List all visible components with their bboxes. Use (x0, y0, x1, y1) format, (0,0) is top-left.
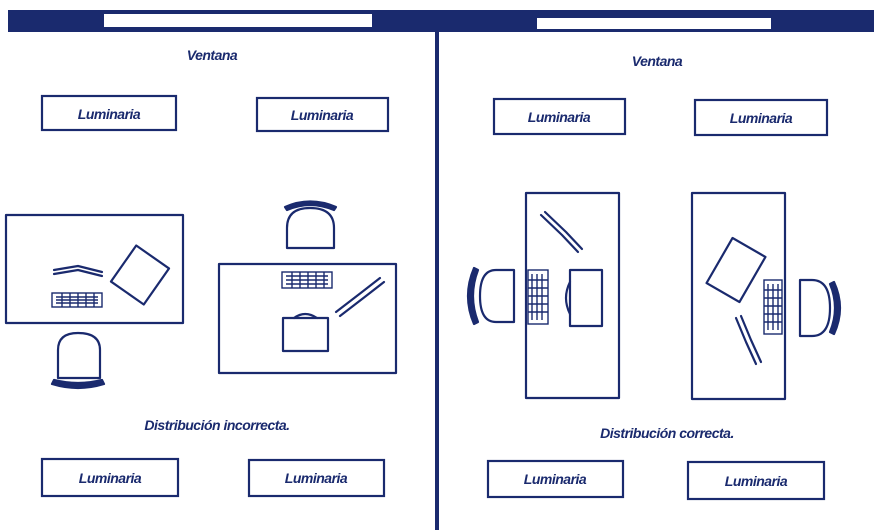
pen-icon (334, 276, 386, 318)
luminaire-right-top-2: Luminaria (693, 98, 829, 137)
luminaire-label: Luminaria (78, 106, 141, 122)
document-icon (705, 236, 767, 304)
desk-left-b (217, 262, 398, 375)
caption-right: Distribución correcta. (600, 425, 734, 441)
luminaire-left-top-1: Luminaria (40, 94, 178, 132)
luminaire-label: Luminaria (524, 471, 587, 487)
luminaire-right-bottom-2: Luminaria (686, 460, 826, 501)
pen-icon (539, 210, 584, 254)
document-icon (109, 244, 171, 306)
pen-icon (52, 264, 104, 278)
divider-wall (435, 30, 439, 530)
keyboard-icon (527, 269, 549, 325)
desk-right-d (690, 191, 787, 401)
right-panel: Ventana Luminaria Luminaria (466, 53, 842, 501)
pen-icon (734, 314, 763, 366)
luminaire-left-top-2: Luminaria (255, 96, 390, 133)
desk-right-c (524, 191, 621, 400)
left-panel: Ventana Luminaria Luminaria (4, 47, 398, 498)
chair-right-c (466, 266, 516, 326)
monitor-icon (564, 268, 604, 328)
keyboard-icon (763, 279, 783, 335)
window-left (104, 14, 372, 27)
luminaire-label: Luminaria (285, 470, 348, 486)
monitor-icon (281, 312, 330, 353)
luminaire-left-bottom-1: Luminaria (40, 457, 180, 498)
chair-left-a (50, 331, 106, 390)
luminaire-label: Luminaria (528, 109, 591, 125)
keyboard-icon (51, 292, 103, 308)
luminaire-label: Luminaria (730, 110, 793, 126)
luminaire-label: Luminaria (725, 473, 788, 489)
window-label-left: Ventana (187, 47, 238, 63)
top-wall (8, 10, 874, 32)
luminaire-label: Luminaria (291, 107, 354, 123)
window-right (537, 18, 771, 29)
chair-right-d (798, 278, 842, 338)
desk-left-a (4, 213, 185, 325)
luminaire-left-bottom-2: Luminaria (247, 458, 386, 498)
luminaire-right-bottom-1: Luminaria (486, 459, 625, 499)
chair-left-b (283, 200, 338, 250)
luminaire-right-top-1: Luminaria (492, 97, 627, 136)
luminaire-label: Luminaria (79, 470, 142, 486)
keyboard-icon (281, 271, 333, 289)
window-label-right: Ventana (632, 53, 683, 69)
caption-left: Distribución incorrecta. (144, 417, 289, 433)
